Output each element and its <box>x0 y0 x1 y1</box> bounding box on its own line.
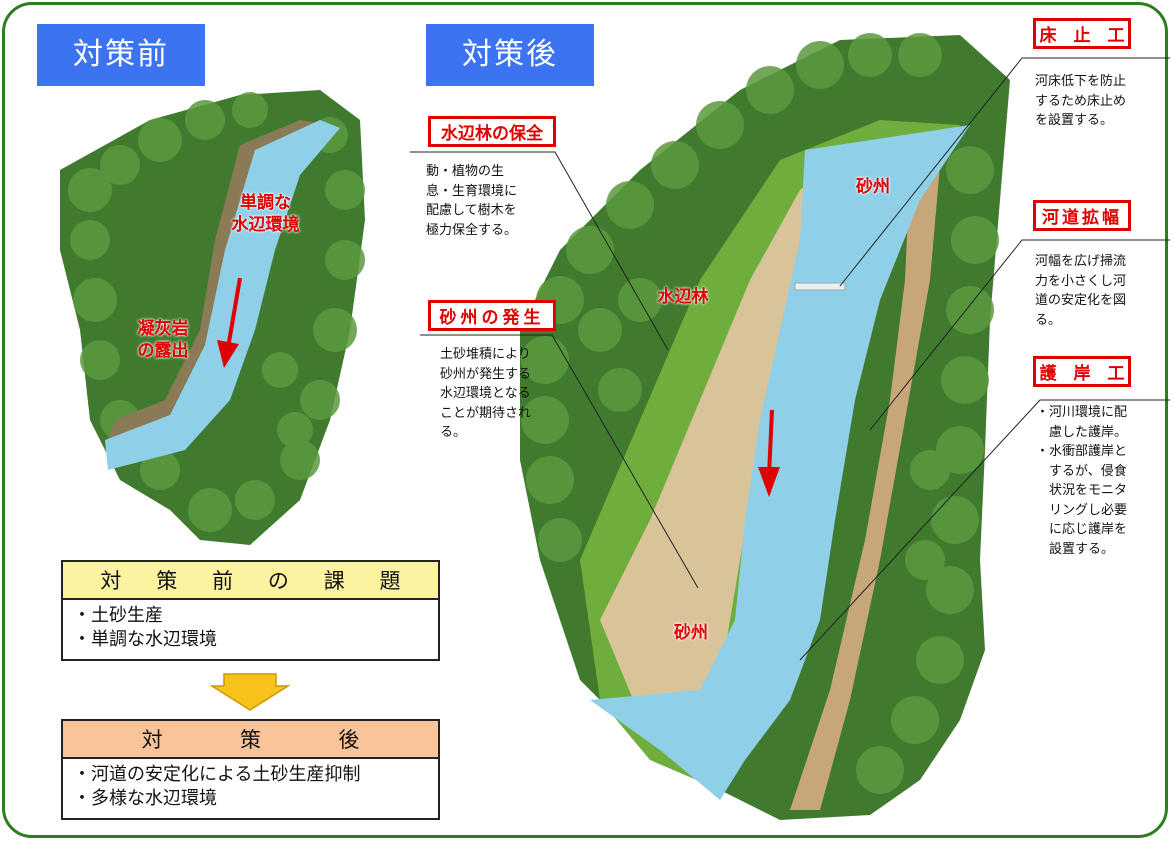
groundsill-structure <box>794 282 846 291</box>
note-line: ・水衝部護岸と <box>1036 444 1128 459</box>
before-monotonous-label: 単調な 水辺環境 <box>218 192 313 236</box>
note-line: 息・生育環境に <box>426 183 518 199</box>
after-path <box>790 165 940 810</box>
after-riparian-label: 水辺林 <box>657 287 709 307</box>
note-line: 動・植物の生 <box>426 164 505 179</box>
after-sandbar-bottom-label: 砂州 <box>674 623 708 643</box>
before-title-tag: 対策前 <box>37 24 205 86</box>
note-line: 道の安定化を図 <box>1035 293 1127 308</box>
note-line: するが、侵食 <box>1036 463 1127 479</box>
note-line: 水辺環境となる <box>440 386 531 401</box>
note-line: 土砂堆積により <box>440 347 531 362</box>
note-line: ことが期待され <box>440 405 532 421</box>
before-tuff-line2: の露出 <box>137 341 189 361</box>
note-line: る。 <box>1035 312 1062 328</box>
before-tuff-line1: 凝灰岩 <box>137 319 189 339</box>
after-item: ・河道の安定化による土砂生産抑制 <box>73 764 361 785</box>
before-river-water <box>105 120 340 470</box>
issues-header-char: 対 <box>100 569 122 593</box>
issues-header-char: の <box>267 569 289 593</box>
after-river-water <box>590 125 970 800</box>
note-line: 状況をモニタ <box>1036 483 1128 498</box>
before-flow-arrow <box>217 277 242 368</box>
note-line: 河幅を広げ掃流 <box>1035 254 1127 269</box>
issues-header-char: 課 <box>323 569 345 593</box>
issues-box-header: 対 策 前 の 課 題 <box>61 560 440 600</box>
note-line: ・河川環境に配 <box>1036 405 1128 420</box>
note-line: 慮した護岸。 <box>1036 424 1128 440</box>
note-line: に応じ護岸を <box>1036 522 1128 537</box>
groundsill-label: 床 止 工 <box>1033 18 1131 49</box>
before-tuff-label: 凝灰岩 の露出 <box>118 318 208 362</box>
note-line: 力を小さくし河 <box>1035 273 1127 289</box>
note-line: る。 <box>440 425 467 440</box>
after-item: ・多様な水辺環境 <box>73 788 217 809</box>
revetment-label: 護 岸 工 <box>1033 356 1131 387</box>
note-line: するため床止め <box>1035 93 1127 109</box>
after-header-char: 後 <box>338 728 360 752</box>
before-monotonous-line2: 水辺環境 <box>231 215 300 235</box>
after-title-tag: 対策後 <box>426 24 594 86</box>
note-line: リングし必要 <box>1036 502 1128 518</box>
down-arrow-icon <box>210 673 290 711</box>
groundsill-note: 河床低下を防止 するため床止め を設置する。 <box>1035 72 1155 131</box>
note-line: 極力保全する。 <box>426 222 518 238</box>
riparian-conservation-note: 動・植物の生 息・生育環境に 配慮して樹木を 極力保全する。 <box>426 162 556 240</box>
issues-header-char: 題 <box>379 569 401 593</box>
note-line: 砂州が発生する <box>440 366 532 382</box>
sandbar-formation-note: 土砂堆積により 砂州が発生する 水辺環境となる ことが期待され る。 <box>440 345 560 443</box>
before-tree-clumps <box>68 92 365 532</box>
riparian-conservation-label: 水辺林の保全 <box>428 116 556 147</box>
after-header-char: 対 <box>141 728 163 752</box>
after-flow-arrow <box>758 409 780 497</box>
issues-header-char: 前 <box>212 569 234 593</box>
after-header-char: 策 <box>239 728 261 752</box>
issues-item: ・土砂生産 <box>73 605 163 626</box>
after-tree-clumps <box>521 33 999 794</box>
issues-box-body: ・土砂生産 ・単調な水辺環境 <box>61 600 440 661</box>
after-sandbar-top-label: 砂州 <box>856 177 890 197</box>
note-line: 配慮して樹木を <box>426 203 517 218</box>
note-line: を設置する。 <box>1035 113 1114 128</box>
before-monotonous-line1: 単調な <box>240 193 291 213</box>
issues-item: ・単調な水辺環境 <box>73 629 217 650</box>
after-box-body: ・河道の安定化による土砂生産抑制 ・多様な水辺環境 <box>61 759 440 820</box>
revetment-note: ・河川環境に配 慮した護岸。 ・水衝部護岸と するが、侵食 状況をモニタ リング… <box>1036 403 1161 559</box>
sandbar-formation-label: 砂州の発生 <box>428 300 556 331</box>
after-box-header: 対 策 後 <box>61 719 440 759</box>
channel-widening-label: 河道拡幅 <box>1033 200 1131 231</box>
note-line: 設置する。 <box>1036 541 1115 557</box>
issues-header-char: 策 <box>156 569 178 593</box>
note-line: 河床低下を防止 <box>1035 74 1127 89</box>
channel-widening-note: 河幅を広げ掃流 力を小さくし河 道の安定化を図 る。 <box>1035 252 1155 330</box>
